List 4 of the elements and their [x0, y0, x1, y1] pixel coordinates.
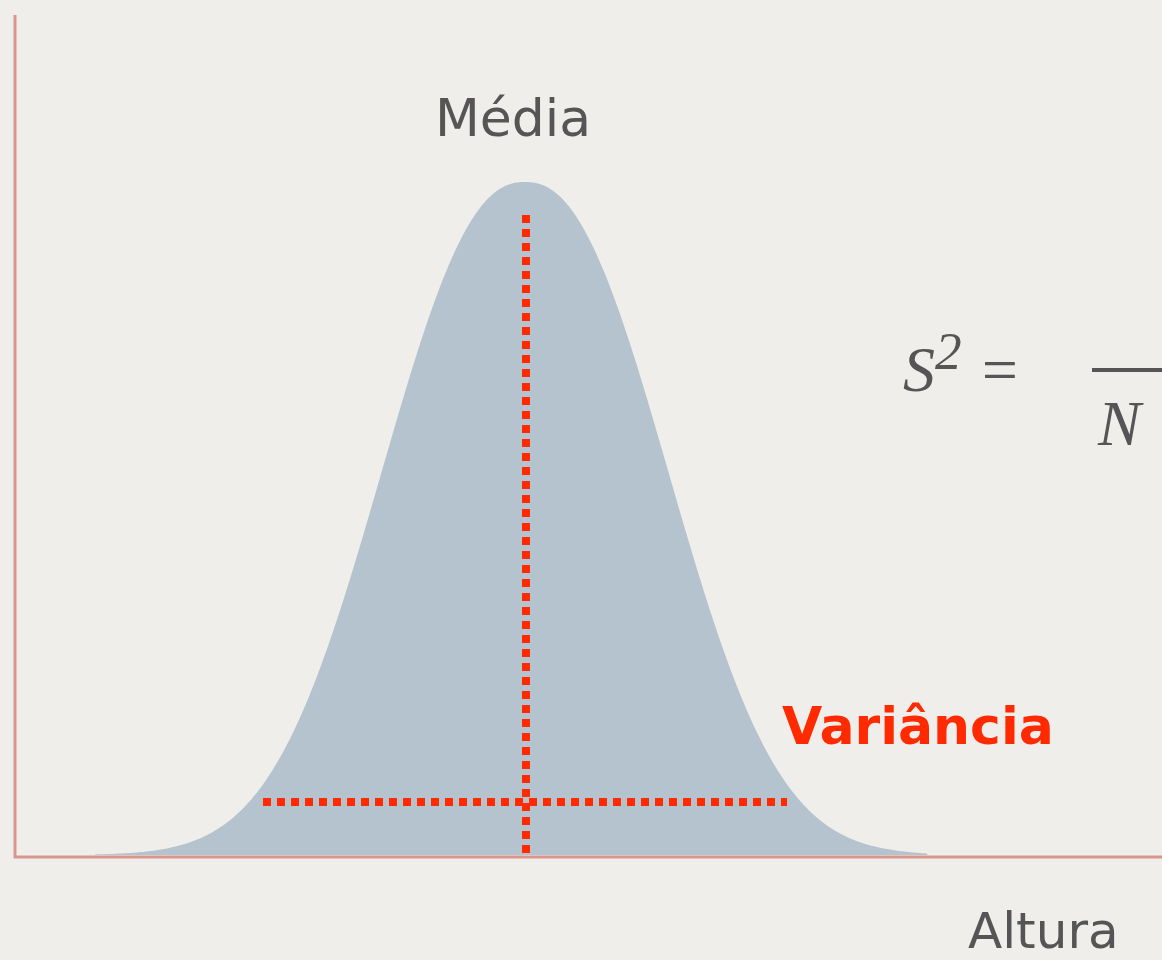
axis-label: Altura [968, 906, 1119, 956]
axis-label: Média [435, 92, 592, 144]
formula: S$^{2}$ = [903, 325, 1021, 403]
variance-label: Variância [782, 700, 1054, 752]
